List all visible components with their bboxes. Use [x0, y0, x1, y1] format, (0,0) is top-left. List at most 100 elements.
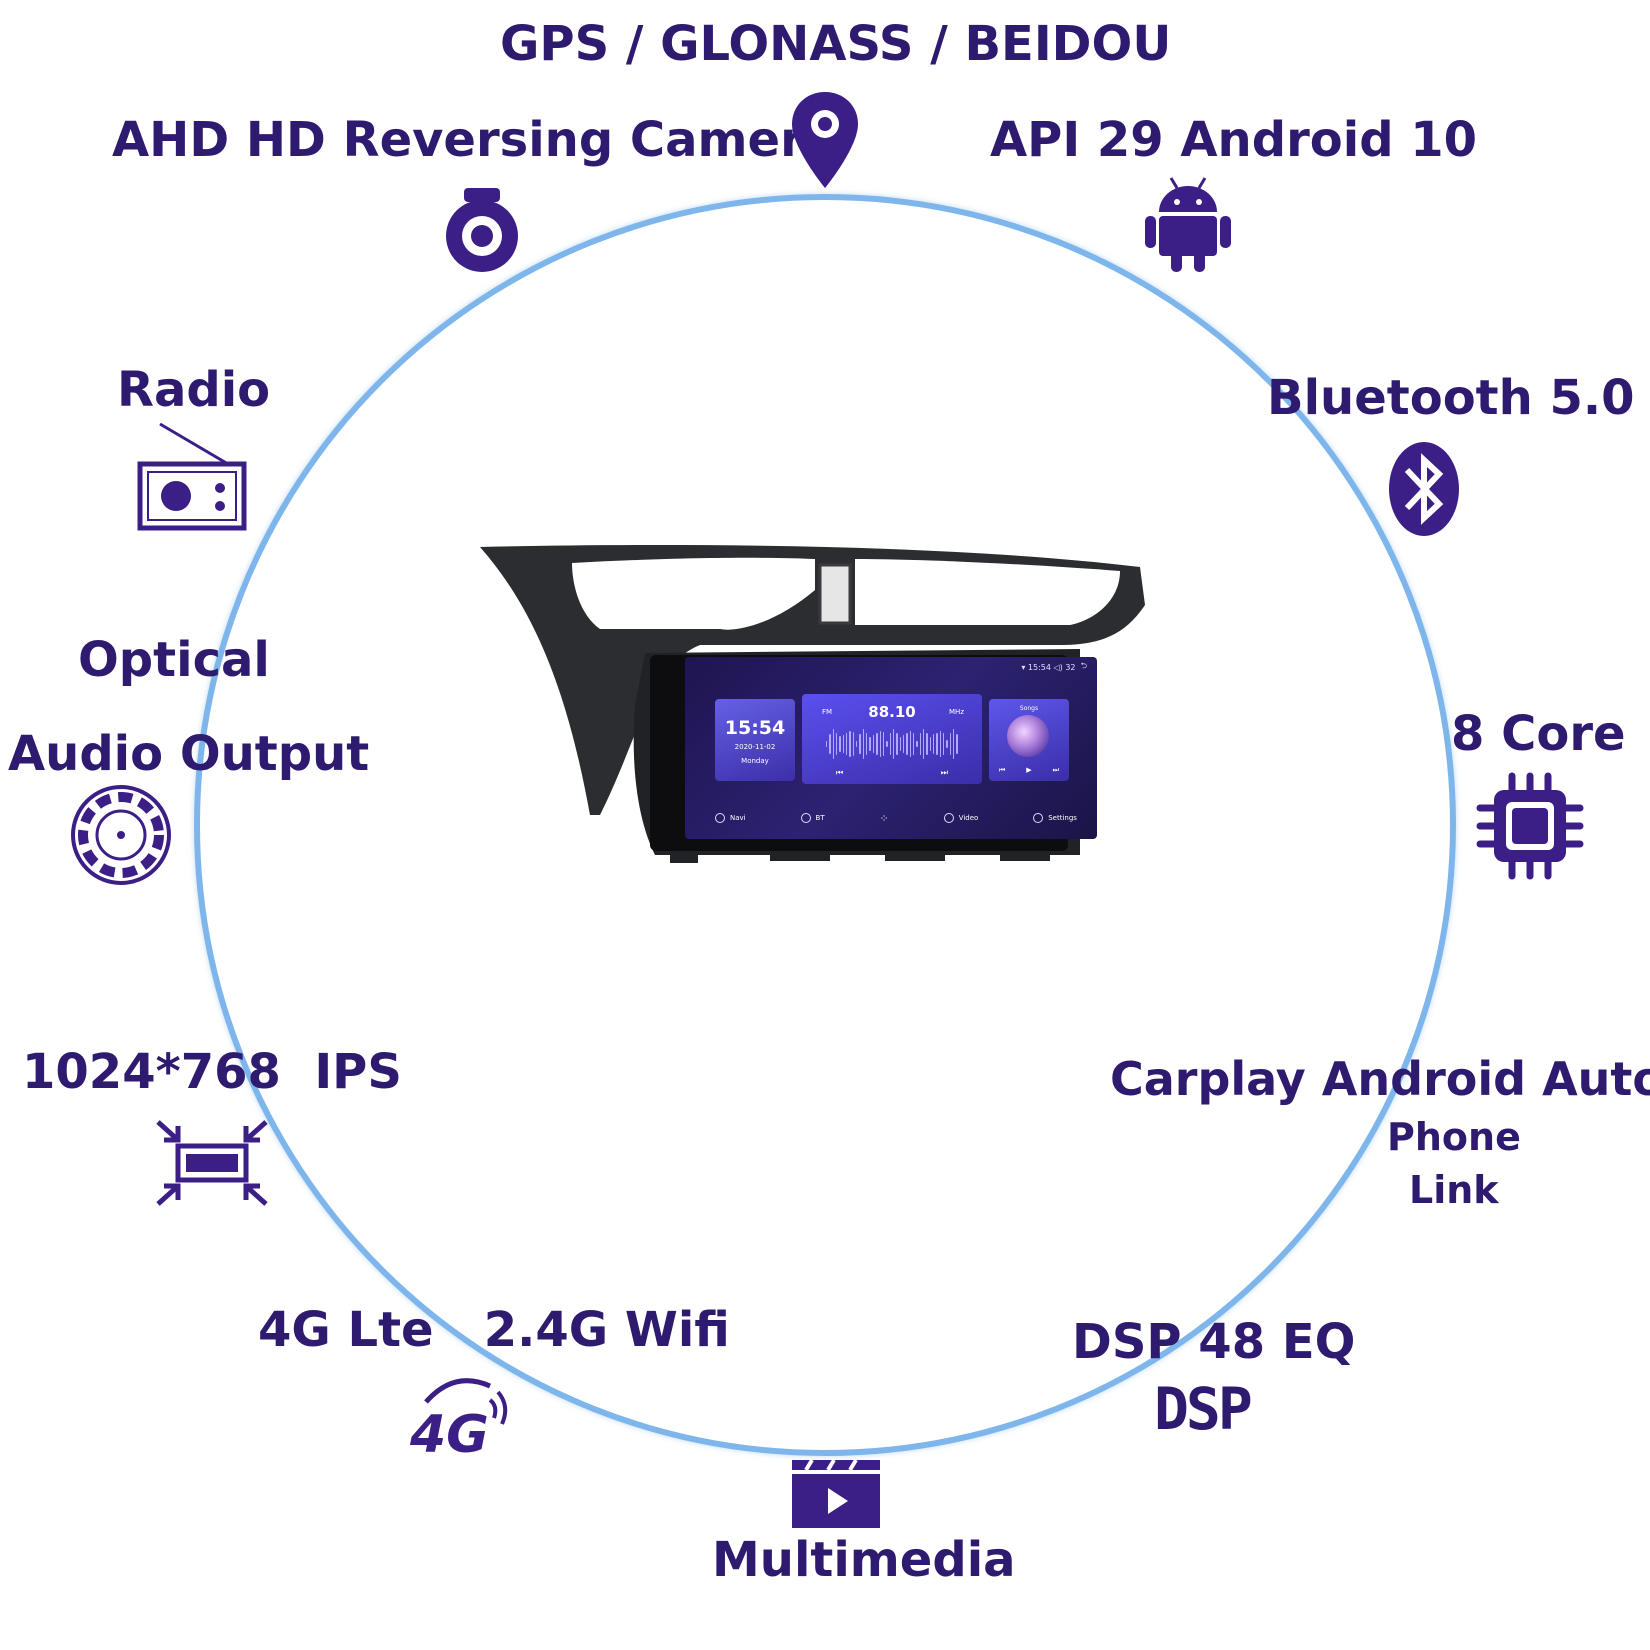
- waveform-bar: [929, 736, 931, 752]
- waveform-bar: [909, 730, 911, 758]
- resolution-label: 1024*768 IPS: [22, 1044, 402, 1100]
- apps-grid-icon: ⁘: [879, 811, 889, 825]
- waveform-bar: [953, 729, 955, 759]
- waveform-bar: [946, 740, 948, 748]
- radio-band: FM: [822, 708, 833, 716]
- video-icon: [943, 813, 954, 823]
- waveform-bar: [886, 740, 888, 748]
- waveform-bar: [829, 733, 831, 755]
- dock-video[interactable]: Video: [943, 813, 979, 823]
- dock-navi-label: Navi: [730, 814, 746, 822]
- waveform-bar: [939, 730, 942, 758]
- dsp-label: DSP 48 EQ: [1072, 1314, 1356, 1370]
- dock-navi[interactable]: Navi: [715, 813, 746, 823]
- waveform-bar: [899, 736, 901, 752]
- volume-icon: ◁): [1050, 662, 1066, 672]
- waveform-bar: [879, 730, 881, 758]
- waveform-bar: [832, 729, 835, 759]
- waveform-bar: [859, 733, 861, 755]
- bluetooth-label: Bluetooth 5.0: [1267, 370, 1635, 426]
- optical-disc-icon: [70, 784, 172, 886]
- music-next-icon[interactable]: ⏭: [1052, 766, 1059, 774]
- waveform-bar: [889, 733, 891, 755]
- dock-settings-label: Settings: [1048, 814, 1077, 822]
- radio-icon: [136, 422, 248, 534]
- waveform-bar: [892, 729, 895, 759]
- android-robot-icon: [1143, 174, 1233, 274]
- album-art: [1007, 715, 1049, 757]
- waveform-bar: [922, 729, 925, 759]
- clock-time: 15:54: [724, 717, 786, 739]
- waveform-bar: [826, 741, 828, 747]
- lte-4g-icon: 4G: [406, 1362, 516, 1458]
- waveform-bar: [933, 734, 935, 754]
- dock-video-label: Video: [958, 814, 979, 822]
- waveform-bar: [902, 734, 905, 754]
- waveform-bar: [846, 733, 848, 755]
- dock-settings[interactable]: Settings: [1033, 813, 1077, 823]
- clock-date: 2020-11-02: [734, 743, 776, 751]
- waveform-bar: [862, 729, 865, 759]
- status-bar: ▾ 15:54 ◁) 32 ⮌: [695, 661, 1087, 673]
- waveform-bar: [852, 732, 855, 756]
- music-play-icon[interactable]: ▶: [1026, 766, 1032, 774]
- waveform-bar: [872, 734, 875, 754]
- music-prev-icon[interactable]: ⏮: [999, 766, 1006, 774]
- waveform-bar: [849, 730, 851, 758]
- phone-icon: [800, 813, 811, 823]
- radio-waveform: [826, 728, 958, 760]
- status-volume: 32: [1065, 662, 1076, 672]
- dsp-logo-icon: DSP: [1154, 1375, 1253, 1443]
- waveform-bar: [876, 733, 878, 755]
- waveform-bar: [943, 732, 945, 756]
- waveform-bar: [866, 733, 868, 755]
- lte-4g-text: 4G: [409, 1405, 489, 1458]
- camera-label: AHD HD Reversing Camera: [112, 112, 837, 168]
- optical-label-line1: Optical: [78, 632, 270, 688]
- core-label: 8 Core: [1451, 706, 1626, 762]
- music-controls: ⏮ ▶ ⏭: [999, 766, 1059, 775]
- carplay-label-line2: Phone: [1387, 1115, 1521, 1159]
- radio-unit: MHz: [949, 708, 964, 716]
- next-icon[interactable]: ⏭: [940, 768, 948, 777]
- radio-widget[interactable]: FM 88.10 MHz ⏮ ⏭: [802, 694, 982, 784]
- back-icon[interactable]: ⮌: [1075, 661, 1087, 670]
- clock-widget[interactable]: 15:54 2020-11-02 Monday: [715, 699, 795, 781]
- radio-frequency: 88.10: [868, 703, 916, 721]
- dock-bt[interactable]: BT: [800, 813, 825, 823]
- settings-gear-icon: [1033, 813, 1044, 823]
- prev-icon[interactable]: ⏮: [836, 768, 844, 777]
- waveform-bar: [836, 733, 838, 755]
- waveform-bar: [882, 732, 885, 756]
- clock-day: Monday: [741, 757, 769, 765]
- video-player-icon: [790, 1458, 882, 1530]
- music-widget[interactable]: Songs ⏮ ▶ ⏭: [989, 699, 1069, 781]
- app-dock: Navi BT ⁘ Video Settings: [715, 803, 1077, 833]
- cpu-chip-icon: [1476, 772, 1584, 880]
- head-unit-screen: ▾ 15:54 ◁) 32 ⮌ 15:54 2020-11-02 Monday …: [685, 657, 1097, 839]
- bluetooth-icon: [1387, 440, 1461, 538]
- waveform-bar: [936, 732, 938, 756]
- status-time: 15:54: [1027, 662, 1051, 672]
- location-pin-icon: [790, 90, 860, 190]
- waveform-bar: [856, 740, 858, 748]
- radio-label: Radio: [117, 362, 271, 418]
- carplay-label-line1: Carplay Android Auto: [1110, 1052, 1650, 1106]
- waveform-bar: [926, 733, 928, 755]
- waveform-bar: [949, 733, 952, 755]
- music-label: Songs: [1019, 705, 1039, 712]
- waveform-bar: [896, 733, 898, 755]
- multimedia-label: Multimedia: [712, 1532, 1016, 1588]
- waveform-bar: [956, 733, 958, 755]
- waveform-bar: [842, 734, 845, 754]
- gps-label: GPS / GLONASS / BEIDOU: [500, 16, 1172, 72]
- waveform-bar: [916, 740, 918, 748]
- dock-apps[interactable]: ⁘: [880, 812, 889, 825]
- wifi-icon: ▾: [1021, 662, 1028, 672]
- waveform-bar: [906, 733, 908, 755]
- optical-label-line2: Audio Output: [8, 726, 370, 782]
- feature-ring: [194, 194, 1456, 1456]
- dashcam-icon: [444, 186, 520, 272]
- screen-resize-icon: [152, 1118, 272, 1208]
- carplay-label-line3: Link: [1409, 1168, 1499, 1212]
